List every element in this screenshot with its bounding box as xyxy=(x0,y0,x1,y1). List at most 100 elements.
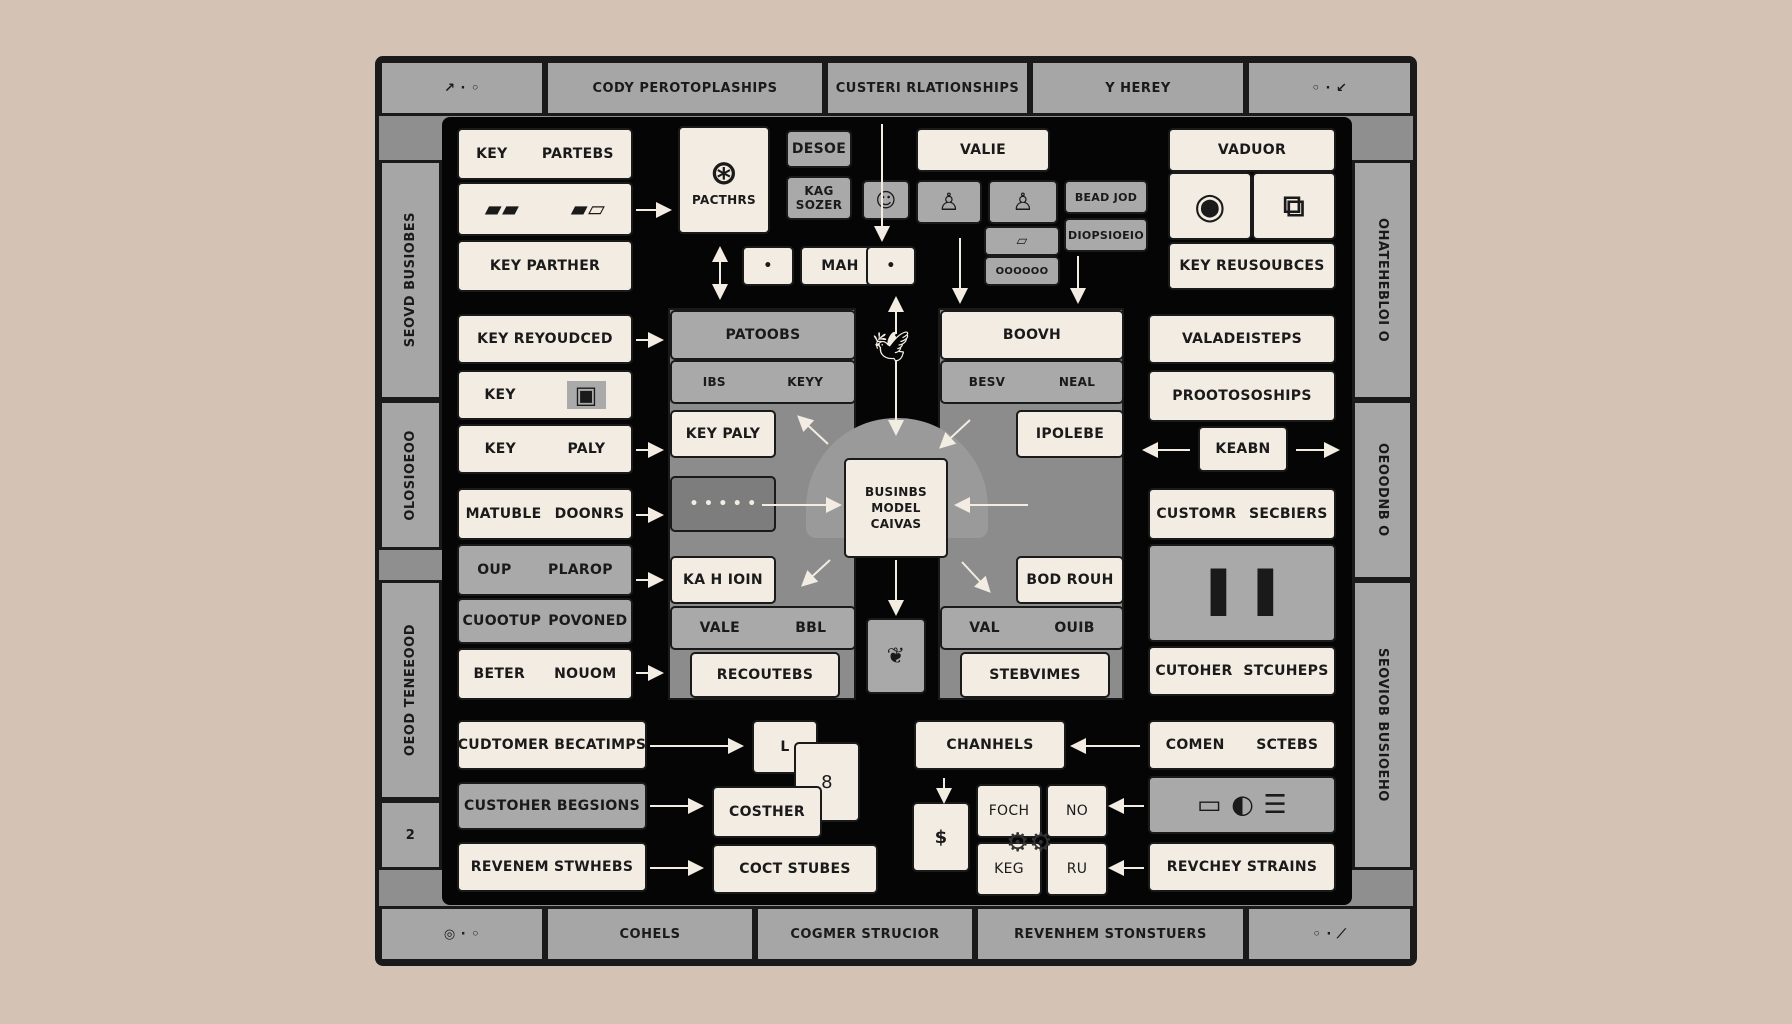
kag-sozer-card[interactable]: KAG SOZER xyxy=(786,176,852,220)
partners-card[interactable]: ⊛PACTHRS xyxy=(678,126,770,234)
patoobs-card[interactable]: PATOOBS xyxy=(670,310,856,360)
business-model-canvas-card[interactable]: BUSINBS MODEL CAIVAS xyxy=(844,458,948,558)
arrow-icon: ↗ · ◦ xyxy=(444,80,480,96)
card-label: KEY PALY xyxy=(685,426,761,442)
boorouh-card[interactable]: BOD ROUH xyxy=(1016,556,1124,604)
card-label: COSTHER xyxy=(729,804,805,820)
no-card[interactable]: NO xyxy=(1046,784,1108,838)
card-label: RECOUTEBS xyxy=(716,667,814,683)
biope-card[interactable]: DIOPSIOEIO xyxy=(1064,218,1148,252)
card-label: VAL xyxy=(969,620,1000,636)
boovh-card[interactable]: BOOVH xyxy=(940,310,1124,360)
cost-structure-card[interactable]: COCT STUBES xyxy=(712,844,878,894)
card-label: STCUHEPS xyxy=(1243,663,1329,679)
key-paly-center-card[interactable]: KEY PALY xyxy=(670,410,776,458)
card-label: PARTEBS xyxy=(541,146,614,162)
card-label: VALADEISTEPS xyxy=(1181,331,1302,347)
card-label: PROOTOSOSHIPS xyxy=(1172,388,1312,404)
key-card[interactable]: KEY▣ xyxy=(457,370,633,420)
card-label: PLAROP xyxy=(548,562,613,578)
dot-card-1[interactable]: • xyxy=(742,246,794,286)
valade-card[interactable]: VALADEISTEPS xyxy=(1148,314,1336,364)
person-icon: ♙ xyxy=(1012,188,1034,216)
person-card-2[interactable]: ♙ xyxy=(988,180,1058,224)
gear-icon: ⚙⚙ xyxy=(1006,828,1053,858)
desoe-card[interactable]: DESOE xyxy=(786,130,852,168)
boxes-icon: ▰▰ xyxy=(484,196,520,222)
oooo-card[interactable]: OOOOOO xyxy=(984,256,1060,286)
card-label: KEY xyxy=(476,146,508,162)
user-card[interactable]: ☺ xyxy=(862,180,910,220)
key-partners-card[interactable]: KEY PARTEBS xyxy=(457,128,633,180)
rim-top-1: CODY PEROTOPLASHIPS xyxy=(545,60,825,116)
money-card[interactable]: ▭ ◐ ☰ xyxy=(1148,776,1336,834)
arrow-icon: ◦ · ↙ xyxy=(1311,80,1348,96)
key-partners-icons-card[interactable]: ▰▰ ▰▱ xyxy=(457,182,633,236)
revenue-streams-right-card[interactable]: REVCHEY STRAINS xyxy=(1148,842,1336,892)
costher-card[interactable]: COSTHER xyxy=(712,786,822,838)
rim-label: OHATEHEBLOI O xyxy=(1375,217,1390,343)
customer-segments-card[interactable]: CUSTOHER BEGSIONS xyxy=(457,782,647,830)
boxes-icon: ▰▱ xyxy=(570,196,606,222)
card-label: KEY PARTHER xyxy=(489,258,601,274)
key-resources-right-card[interactable]: KEY REUSOUBCES xyxy=(1168,242,1336,290)
leaf-card[interactable]: ❦ xyxy=(866,618,926,694)
card-label: CUSTOMR xyxy=(1156,506,1237,522)
flag-card[interactable]: ▱ xyxy=(984,226,1060,256)
card-label: DIOPSIOEIO xyxy=(1068,228,1144,242)
bead-card[interactable]: BEAD JOD xyxy=(1064,180,1148,214)
person-card[interactable]: ♙ xyxy=(916,180,982,224)
key-resources-card[interactable]: KEY REYOUDCED xyxy=(457,314,633,364)
card-label: KEY xyxy=(484,441,517,457)
card-label: PACTHRS xyxy=(692,193,756,207)
value-card[interactable]: VALIE xyxy=(916,128,1050,172)
user-icon: ☺ xyxy=(875,188,897,212)
channels-card[interactable]: CHANHELS xyxy=(914,720,1066,770)
card-label: CUDTOMER BECATIMPS xyxy=(457,737,647,753)
card-label: KEY xyxy=(484,387,516,403)
card-label: REVENEM STWHEBS xyxy=(470,859,634,875)
rim-right-3: SEOVIOB BUSIOEHO xyxy=(1352,580,1413,870)
recoutebs-card[interactable]: RECOUTEBS xyxy=(690,652,840,698)
customer-relationships-card[interactable]: CUDTOMER BECATIMPS xyxy=(457,720,647,770)
cuootup-card[interactable]: CUOOTUP POVONED xyxy=(457,598,633,644)
kahioin-card[interactable]: KA H IOIN xyxy=(670,556,776,604)
card-label: • xyxy=(886,258,896,274)
box-card[interactable]: ⧉ xyxy=(1252,172,1336,240)
card-label: PATOOBS xyxy=(725,327,801,343)
card-label: KEY REYOUDCED xyxy=(477,331,613,347)
rim-corner-tl: ↗ · ◦ xyxy=(379,60,545,116)
rim-label: Y HEREY xyxy=(1105,80,1171,96)
dot-card-2[interactable]: • xyxy=(866,246,916,286)
rim-label: SEOVIOB BUSIOEHO xyxy=(1375,648,1390,802)
card-label: NO xyxy=(1065,803,1089,819)
key-partner-card[interactable]: KEY PARTHER xyxy=(457,240,633,292)
ipolebe-card[interactable]: IPOLEBE xyxy=(1016,410,1124,458)
bar-chart-card[interactable]: ▌▐ xyxy=(1148,544,1336,642)
card-label: BEAD JOD xyxy=(1074,190,1138,204)
keg-card[interactable]: KEG xyxy=(976,842,1042,896)
card-label: RU xyxy=(1066,861,1088,877)
vaduor-card[interactable]: VADUOR xyxy=(1168,128,1336,172)
ru-card[interactable]: RU xyxy=(1046,842,1108,896)
foch-card[interactable]: FOCH xyxy=(976,784,1042,838)
card-label: POVONED xyxy=(548,613,628,629)
card-label: CUOOTUP xyxy=(462,613,542,629)
stebvimes-card[interactable]: STEBVIMES xyxy=(960,652,1110,698)
disc-card[interactable]: ◉ xyxy=(1168,172,1252,240)
proto-card[interactable]: PROOTOSOSHIPS xyxy=(1148,370,1336,422)
dollar-card[interactable]: $ xyxy=(912,802,970,872)
kerbn-card[interactable]: KEABN xyxy=(1198,426,1288,472)
revenue-streams-card[interactable]: REVENEM STWHEBS xyxy=(457,842,647,892)
